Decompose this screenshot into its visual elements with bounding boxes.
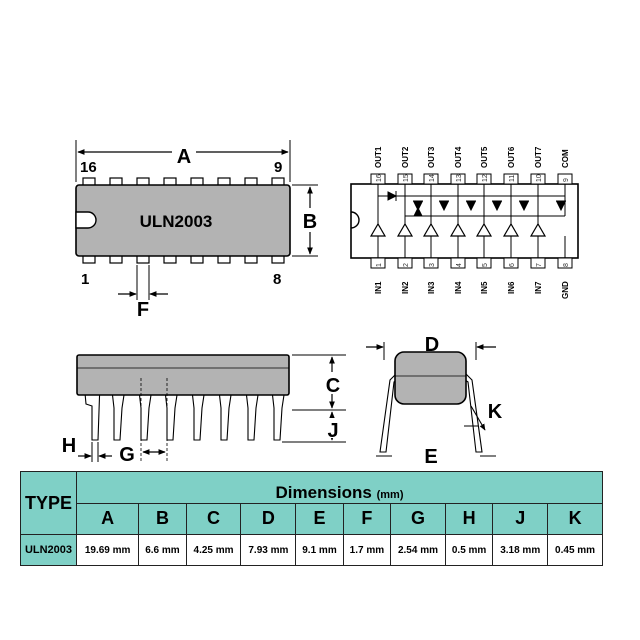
schematic-body [350, 183, 579, 259]
pin-label-in5: IN5 [480, 281, 489, 294]
dim-h-label: H [62, 435, 76, 457]
pin-num-14: 14 [429, 174, 436, 182]
dim-f-label: F [137, 299, 149, 321]
value-b: 6.6 mm [138, 534, 187, 566]
schematic-bottom-numbers: 1 2 3 4 5 6 7 8 [376, 263, 570, 267]
dim-k-label: K [488, 401, 503, 423]
dimensions-title: Dimensions (mm) [76, 471, 603, 504]
pin-label-out4: OUT4 [454, 146, 463, 168]
dimensions-table: TYPE Dimensions (mm) A B C D E F G H J K… [20, 471, 603, 566]
pin-num-6: 6 [509, 263, 516, 267]
pin-label-out3: OUT3 [427, 146, 436, 168]
pin-label-out6: OUT6 [507, 146, 516, 168]
pin-label-in6: IN6 [507, 281, 516, 294]
schematic-wiring [377, 184, 566, 258]
type-header: TYPE [20, 471, 77, 535]
pin-num-1: 1 [376, 263, 383, 267]
pin-label-in7: IN7 [534, 281, 543, 294]
table-row: ULN2003 19.69 mm 6.6 mm 4.25 mm 7.93 mm … [20, 534, 603, 566]
pin-label-gnd: GND [561, 281, 570, 299]
pin-num-10: 10 [536, 174, 543, 182]
dim-e-label: E [424, 446, 437, 468]
pin-num-13: 13 [456, 174, 463, 182]
col-header-k: K [547, 502, 603, 535]
type-cell: ULN2003 [20, 534, 77, 566]
pin-label-in3: IN3 [427, 281, 436, 294]
end-view: D K E [366, 334, 503, 468]
dim-b-label: B [303, 211, 317, 233]
value-k: 0.45 mm [547, 534, 603, 566]
pin-num-16: 16 [376, 174, 383, 182]
value-f: 1.7 mm [342, 534, 392, 566]
side-view: C J H G [62, 354, 346, 466]
col-header-c: C [185, 502, 242, 535]
pin-num-9: 9 [563, 178, 570, 182]
schematic-bottom-labels: IN1 IN2 IN3 IN4 IN5 IN6 IN7 GND [374, 281, 570, 299]
top-view: A 16 9 ULN2003 [75, 140, 322, 321]
pin-num-8: 8 [563, 263, 570, 267]
pin-8-label: 8 [273, 271, 281, 288]
pin-num-15: 15 [403, 174, 410, 182]
pin-16-label: 16 [80, 159, 97, 176]
dim-g-label: G [119, 444, 135, 466]
value-c: 4.25 mm [185, 534, 242, 566]
value-g: 2.54 mm [390, 534, 446, 566]
value-h: 0.5 mm [444, 534, 494, 566]
value-j: 3.18 mm [492, 534, 549, 566]
pin-label-in1: IN1 [374, 281, 383, 294]
pin-label-in4: IN4 [454, 281, 463, 294]
schematic-top-numbers: 16 15 14 13 12 11 10 9 [376, 174, 570, 182]
chip-name-label: ULN2003 [140, 212, 213, 231]
value-a: 19.69 mm [75, 534, 140, 566]
pin-label-out2: OUT2 [401, 146, 410, 168]
diode-symbols [387, 191, 566, 217]
driver-symbols [369, 222, 547, 237]
pin-num-11: 11 [509, 175, 516, 182]
col-header-a: A [75, 502, 140, 535]
col-header-j: J [492, 502, 549, 535]
pin-num-3: 3 [429, 263, 436, 267]
pin-label-out7: OUT7 [534, 146, 543, 168]
top-pin-row [82, 177, 285, 187]
chip-body-side [76, 354, 290, 396]
pin-num-2: 2 [403, 263, 410, 267]
pin-label-out5: OUT5 [480, 146, 489, 168]
col-header-h: H [444, 502, 494, 535]
pin-label-in2: IN2 [401, 281, 410, 294]
dimensions-table-wrap: TYPE Dimensions (mm) A B C D E F G H J K… [20, 471, 603, 566]
value-d: 7.93 mm [240, 534, 297, 566]
col-header-b: B [138, 502, 187, 535]
dim-c-label: C [326, 375, 340, 397]
schematic-view: OUT1 OUT2 OUT3 OUT4 OUT5 OUT6 OUT7 COM 1… [350, 146, 579, 299]
notch [75, 211, 97, 229]
schematic-top-labels: OUT1 OUT2 OUT3 OUT4 OUT5 OUT6 OUT7 COM [374, 146, 570, 168]
pin-num-7: 7 [536, 263, 543, 267]
pin-1-label: 1 [81, 271, 89, 288]
dim-d-label: D [425, 334, 439, 356]
col-header-f: F [342, 502, 392, 535]
pin-9-label: 9 [274, 159, 282, 176]
col-header-d: D [240, 502, 297, 535]
pin-num-12: 12 [482, 174, 489, 182]
dim-j-label: J [327, 420, 338, 442]
col-header-g: G [390, 502, 446, 535]
dimensions-unit: (mm) [376, 488, 404, 501]
chip-body-end [394, 351, 467, 405]
dimensions-title-text: Dimensions [275, 482, 372, 502]
col-header-e: E [295, 502, 344, 535]
pin-num-4: 4 [456, 263, 463, 267]
pin-label-com: COM [561, 149, 570, 168]
pin-num-5: 5 [482, 263, 489, 267]
pin-label-out1: OUT1 [374, 146, 383, 168]
dim-a-label: A [177, 146, 191, 168]
value-e: 9.1 mm [295, 534, 344, 566]
